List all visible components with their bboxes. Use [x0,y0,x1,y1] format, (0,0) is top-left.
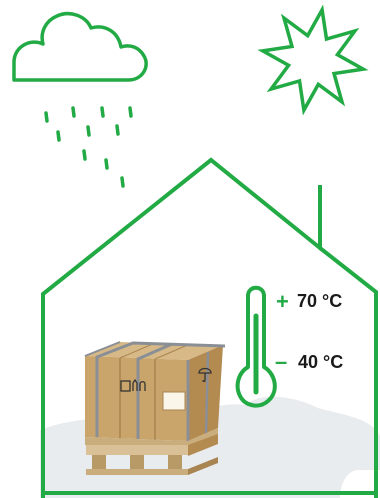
sun-icon [257,4,369,116]
cloud-icon [12,11,148,82]
handling-symbols-icon [120,378,146,392]
box-label [162,391,186,411]
min-temp-label: 40 °C [298,352,343,372]
box-strap [204,351,210,436]
umbrella-symbol-icon [198,367,212,383]
box-strap [136,342,173,439]
box-strap [95,341,226,437]
max-temp-label: 70 °C [297,291,342,311]
pallet-block [86,445,188,455]
max-temp-sign: + [276,289,289,314]
rain-icon [44,106,133,188]
package-on-pallet-icon [84,341,226,475]
house-outline-right [318,185,378,498]
min-temp-sign: – [275,349,287,374]
box-strap [84,341,121,357]
thermometer-icon [235,285,277,408]
pallet-top [85,428,218,449]
box-side [188,345,223,441]
